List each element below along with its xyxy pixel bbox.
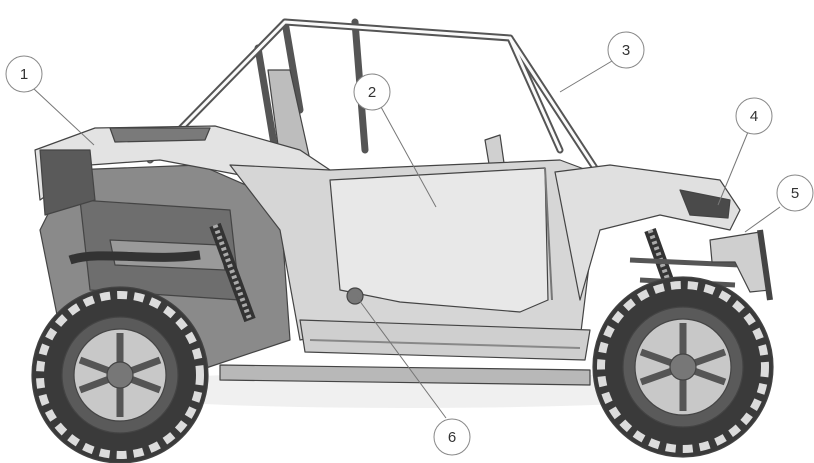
callout-label: 6 [448,429,456,446]
callout-2: 2 [353,73,391,111]
callout-5: 5 [776,174,814,212]
callout-label: 2 [368,84,376,101]
callout-1: 1 [5,55,43,93]
callout-leaders [33,60,781,419]
callout-4: 4 [735,97,773,135]
leader-4 [717,131,749,206]
leader-3 [559,60,613,93]
leader-2 [380,106,437,208]
callout-6: 6 [433,418,471,456]
callout-label: 1 [20,66,28,83]
front-wheel [592,276,774,458]
callout-label: 3 [622,42,630,59]
rear-wheel [31,286,209,463]
leader-6 [355,295,447,419]
leader-5 [744,206,781,233]
rock-slider [299,319,591,361]
callout-label: 5 [791,185,799,202]
door [329,167,549,313]
callout-label: 4 [750,108,758,125]
callout-3: 3 [607,31,645,69]
leader-1 [33,88,95,146]
vehicle-illustration [31,18,774,463]
